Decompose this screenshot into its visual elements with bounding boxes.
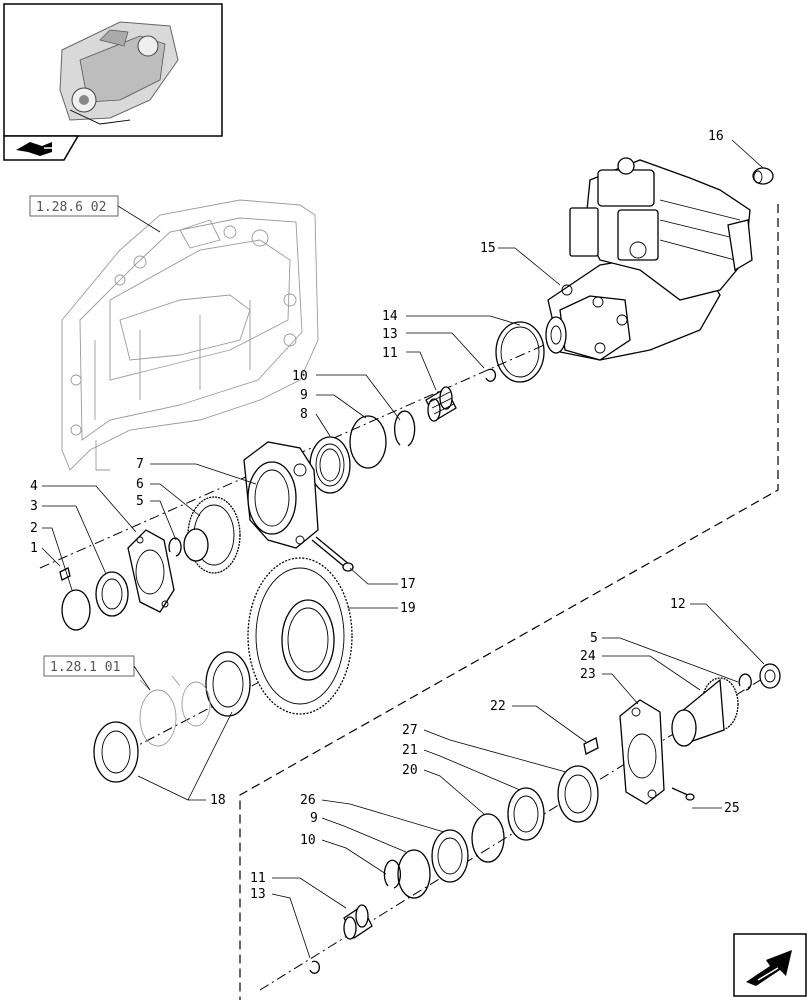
callout-13-lower: 13 — [250, 887, 266, 902]
callout-22: 22 — [490, 699, 506, 714]
callout-15: 15 — [480, 241, 496, 256]
hydraulic-pump — [545, 157, 753, 361]
callout-26: 26 — [300, 793, 316, 808]
callout-8: 8 — [300, 407, 308, 422]
part-18-bearing-b — [93, 721, 139, 783]
assembly-boundary — [239, 204, 779, 1000]
part-18-bearing-a — [205, 651, 251, 717]
callout-7: 7 — [136, 457, 144, 472]
callout-17: 17 — [400, 577, 416, 592]
leader-lines — [41, 139, 765, 959]
part-2-ring — [61, 589, 91, 631]
callout-9-lower: 9 — [310, 811, 318, 826]
part-10-snap-ring-lower — [383, 859, 402, 889]
callout-11-lower: 11 — [250, 871, 266, 886]
part-6-gear — [183, 496, 241, 574]
part-17-bolt — [311, 536, 354, 572]
part-20-ring — [471, 813, 505, 863]
svg-text:1.28.6 02: 1.28.6 02 — [36, 200, 106, 215]
callout-18: 18 — [210, 793, 226, 808]
svg-text:1.28.1 01: 1.28.1 01 — [50, 660, 120, 675]
callout-1: 1 — [30, 541, 38, 556]
callout-14: 14 — [382, 309, 398, 324]
callout-6: 6 — [136, 477, 144, 492]
part-23-support — [619, 699, 665, 805]
next-page-arrow-icon — [746, 950, 792, 986]
callout-27: 27 — [402, 723, 418, 738]
next-page-button[interactable] — [733, 933, 807, 997]
callout-21: 21 — [402, 743, 418, 758]
callout-5: 5 — [136, 494, 144, 509]
callout-5-lower: 5 — [590, 631, 598, 646]
tractor-transmission-thumbnail — [59, 21, 179, 125]
part-8-bearing — [309, 436, 351, 494]
part-22-pin — [583, 737, 599, 755]
final-drive-ghost — [139, 675, 211, 747]
callout-25: 25 — [724, 801, 740, 816]
part-25-bolt — [671, 787, 695, 801]
part-9-ring — [349, 415, 387, 469]
ref-label-transmission-housing[interactable]: 1.28.6 02 — [29, 195, 161, 233]
part-12-washer — [759, 663, 781, 689]
callout-20: 20 — [402, 763, 418, 778]
ref-label-final-drive[interactable]: 1.28.1 01 — [43, 655, 151, 691]
callout-9: 9 — [300, 388, 308, 403]
callout-13: 13 — [382, 327, 398, 342]
part-27-seal — [557, 765, 599, 823]
callout-19: 19 — [400, 601, 416, 616]
callout-23: 23 — [580, 667, 596, 682]
book-arrow-icon — [16, 142, 56, 156]
part-9-ring-lower — [397, 849, 431, 899]
part-24-gear — [671, 677, 739, 747]
callout-numbers: 16 15 14 13 11 10 9 8 7 6 5 4 3 2 1 17 1… — [30, 129, 740, 902]
part-13-circlip-lower — [309, 960, 321, 974]
callout-16: 16 — [708, 129, 724, 144]
part-4-flange — [127, 529, 175, 613]
callout-10-lower: 10 — [300, 833, 316, 848]
catalog-tab[interactable] — [3, 135, 80, 161]
part-14-o-ring — [495, 321, 545, 383]
part-3-seal — [95, 571, 129, 617]
callout-4: 4 — [30, 479, 38, 494]
callout-12: 12 — [670, 597, 686, 612]
part-16-plug — [752, 167, 774, 185]
part-21-bearing — [507, 787, 545, 841]
part-11-sleeve-lower — [343, 904, 373, 940]
callout-3: 3 — [30, 499, 38, 514]
transmission-housing-ghost — [61, 199, 319, 471]
part-13-circlip — [485, 368, 497, 382]
part-26-bearing — [431, 829, 469, 883]
part-19-ring-gear — [247, 557, 353, 715]
callout-11: 11 — [382, 346, 398, 361]
part-10-snap-ring — [394, 410, 416, 447]
callout-10: 10 — [292, 369, 308, 384]
callout-24: 24 — [580, 649, 596, 664]
part-5-circlip-upper — [168, 537, 182, 557]
thumbnail-panel — [3, 3, 223, 137]
part-5-circlip-lower — [738, 673, 752, 691]
part-11-sleeve — [425, 386, 457, 422]
callout-2: 2 — [30, 521, 38, 536]
part-7-carrier — [243, 441, 319, 549]
